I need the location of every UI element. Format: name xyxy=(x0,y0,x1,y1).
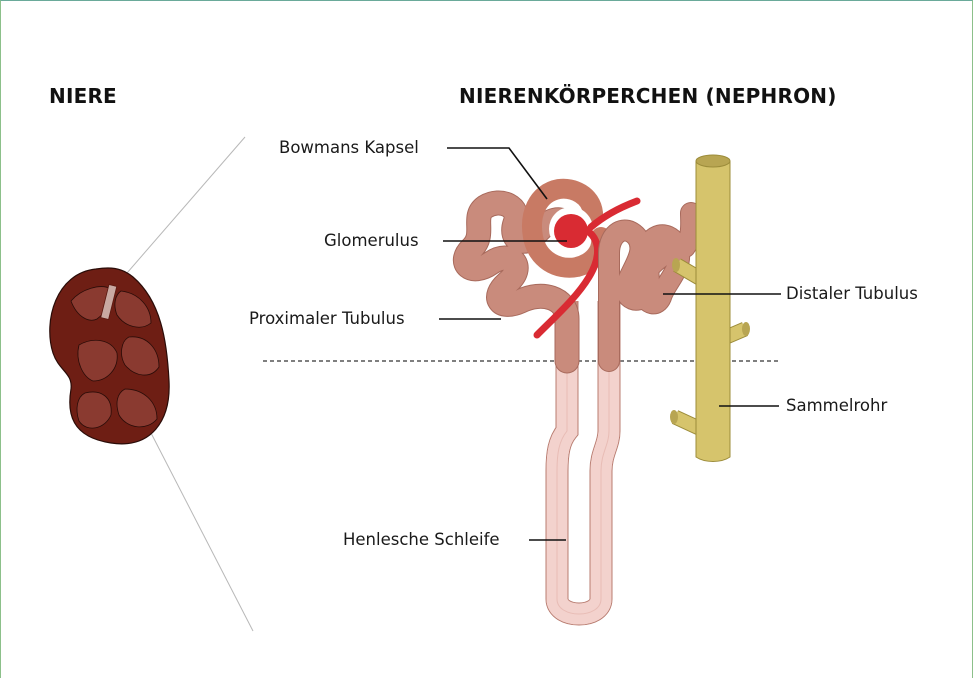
distal-tubule xyxy=(609,213,691,361)
label-bowman-capsule: Bowmans Kapsel xyxy=(279,138,419,158)
nephron-heading: NIERENKÖRPERCHEN (NEPHRON) xyxy=(459,84,837,108)
collecting-duct-branch-end xyxy=(742,322,750,336)
collecting-duct-branch-end xyxy=(670,410,678,424)
collecting-duct-branch-end xyxy=(672,258,680,272)
distal-tubule-body xyxy=(609,213,691,361)
kidney-illustration xyxy=(50,268,169,444)
label-collecting-duct: Sammelrohr xyxy=(786,396,887,416)
label-glomerulus: Glomerulus xyxy=(324,231,419,251)
collecting-duct xyxy=(670,155,750,462)
label-distal-tubule: Distaler Tubulus xyxy=(786,284,918,304)
label-henle-loop: Henlesche Schleife xyxy=(343,530,500,550)
zoom-line-bottom xyxy=(151,433,253,631)
label-proximal-tubule: Proximaler Tubulus xyxy=(249,309,405,329)
kidney-heading: NIERE xyxy=(49,84,117,108)
kidney-lobe xyxy=(77,392,111,428)
collecting-duct-opening xyxy=(696,155,730,167)
zoom-line-top xyxy=(127,137,245,273)
collecting-duct-trunk xyxy=(696,161,730,462)
glomerulus-knot xyxy=(554,214,588,248)
